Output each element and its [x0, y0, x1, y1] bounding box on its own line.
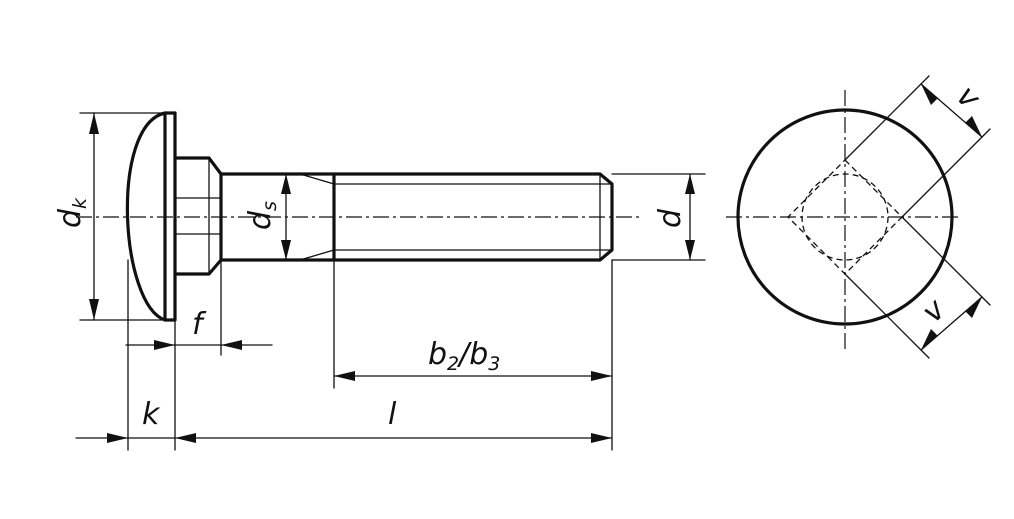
- bolt-square-neck: [173, 156, 223, 276]
- thread-runout-top: [299, 173, 335, 185]
- b2-b3-label: b2/b3: [428, 337, 500, 375]
- bolt-shank: [219, 172, 614, 262]
- d-label: d: [653, 208, 688, 228]
- l-label: l: [388, 397, 397, 432]
- dimensions: [75, 112, 706, 451]
- k-label: k: [142, 397, 161, 432]
- bolt-side-view: [76, 111, 640, 322]
- thread-runout-bottom: [299, 249, 335, 261]
- ds-label: ds: [243, 201, 281, 230]
- f-label: f: [192, 307, 207, 342]
- dk-label: dk: [53, 197, 91, 228]
- dimension-labels: dk ds d f k l b2/b3: [53, 197, 688, 432]
- v-bottom-label: v: [915, 291, 953, 329]
- bolt-end-view: v v: [726, 75, 991, 359]
- v-top-label: v: [949, 79, 987, 117]
